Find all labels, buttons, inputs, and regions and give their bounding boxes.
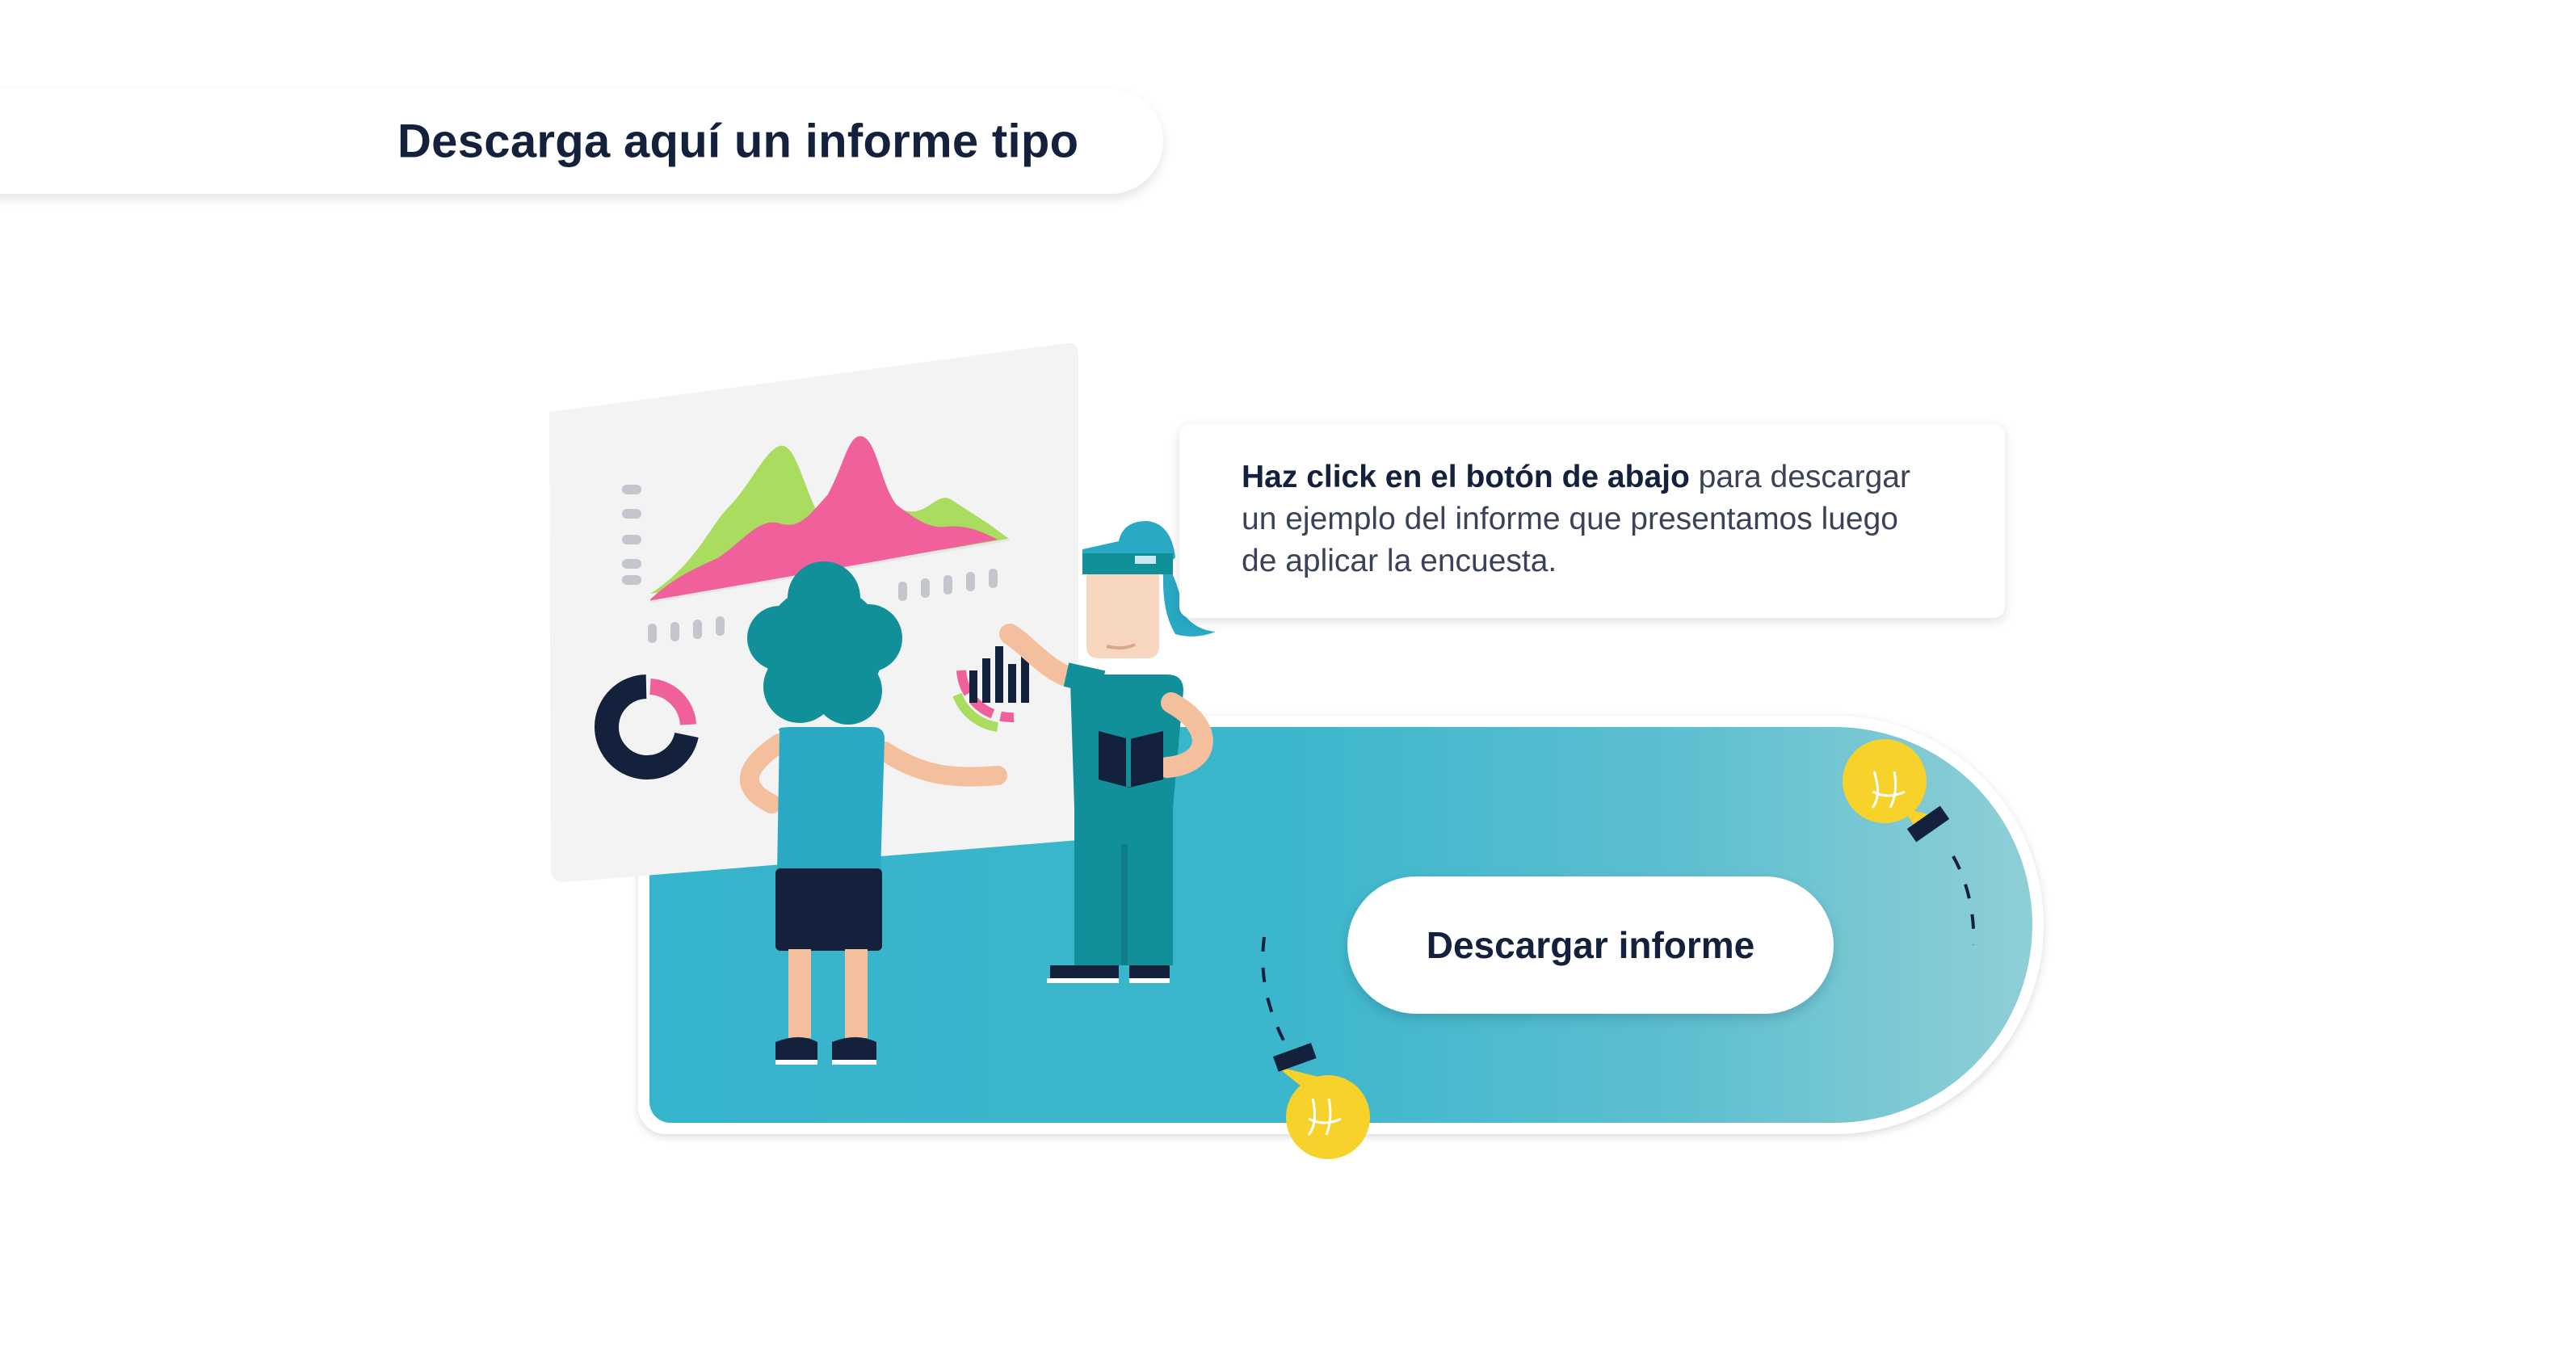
title-pill: Descarga aquí un informe tipo	[0, 89, 1163, 194]
info-bold-text: Haz click en el botón de abajo	[1242, 460, 1690, 494]
page-title: Descarga aquí un informe tipo	[397, 115, 1079, 168]
area-chart-icon	[622, 436, 1011, 643]
info-line-1: Haz click en el botón de abajo para desc…	[1242, 456, 1973, 498]
bar-chart-icon	[952, 646, 1029, 732]
info-card: Haz click en el botón de abajo para desc…	[1179, 424, 2005, 618]
download-report-button[interactable]: Descargar informe	[1347, 876, 1834, 1014]
info-line-3: de aplicar la encuesta.	[1242, 544, 1557, 578]
info-line-2: un ejemplo del informe que presentamos l…	[1242, 502, 1899, 536]
info-text-1: para descargar	[1689, 460, 1910, 494]
